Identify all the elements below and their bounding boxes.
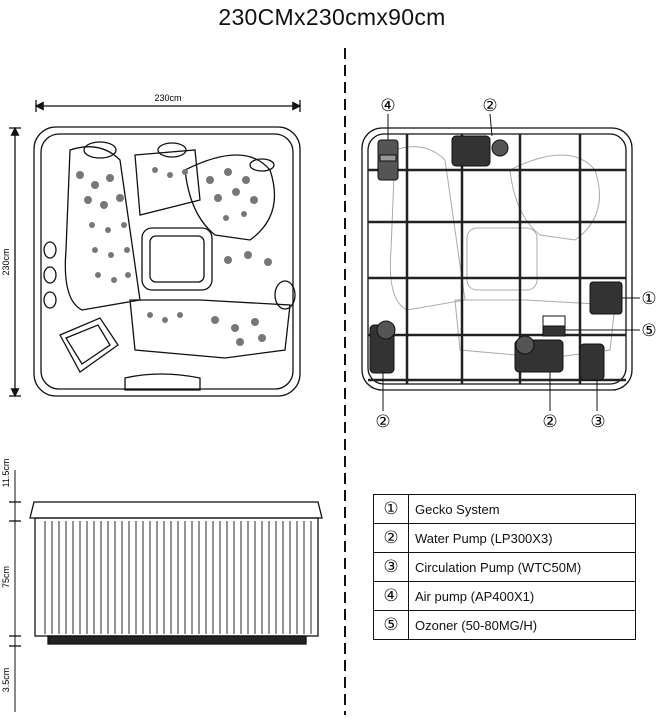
legend-num: ⑤ — [373, 610, 409, 640]
water-pump-top — [451, 135, 509, 167]
legend-label: Water Pump (LP300X3) — [408, 523, 636, 553]
air-pump — [377, 139, 399, 181]
legend-row: ③ Circulation Pump (WTC50M) — [373, 552, 636, 582]
legend-label: Gecko System — [408, 494, 636, 524]
legend-num: ② — [373, 523, 409, 553]
callout-leaders — [382, 113, 640, 411]
legend-label: Circulation Pump (WTC50M) — [408, 552, 636, 582]
top-height-label: 230cm — [1, 248, 11, 275]
legend-label: Air pump (AP400X1) — [408, 581, 636, 611]
ozoner — [542, 315, 566, 337]
legend-table: ① Gecko System ② Water Pump (LP300X3) ③ … — [373, 494, 636, 640]
side-dim-mid: 75cm — [1, 566, 11, 588]
top-width-label: 230cm — [154, 93, 181, 103]
top-view-jets — [76, 167, 272, 346]
water-pump-left — [369, 320, 396, 374]
legend-row: ① Gecko System — [373, 494, 636, 524]
callout-air-pump: ④ — [380, 96, 395, 115]
side-dim-top: 11.5cm — [1, 459, 11, 488]
legend-num: ③ — [373, 552, 409, 582]
side-dim-bot: 3.5cm — [1, 668, 11, 693]
callout-gecko: ① — [641, 289, 656, 308]
page-title: 230CMx230cmx90cm — [218, 4, 446, 30]
equipment-layout — [361, 127, 633, 391]
legend-row: ② Water Pump (LP300X3) — [373, 523, 636, 553]
legend-num: ① — [373, 494, 409, 524]
callout-water-pump-right: ② — [542, 412, 557, 431]
gecko-control-box — [589, 281, 623, 315]
circulation-pump — [579, 343, 605, 381]
legend-num: ④ — [373, 581, 409, 611]
legend-label: Ozoner (50-80MG/H) — [408, 610, 636, 640]
water-pump-right — [514, 335, 564, 373]
side-panel-slats — [44, 521, 312, 634]
callout-ozoner: ⑤ — [641, 321, 656, 340]
faint-tub-outline — [389, 146, 616, 359]
top-view — [9, 100, 302, 398]
side-view — [9, 470, 323, 712]
callout-circulation-pump: ③ — [590, 412, 605, 431]
legend-row: ⑤ Ozoner (50-80MG/H) — [373, 610, 636, 640]
callout-water-pump-top: ② — [482, 96, 497, 115]
legend-row: ④ Air pump (AP400X1) — [373, 581, 636, 611]
callout-water-pump-left: ② — [375, 412, 390, 431]
